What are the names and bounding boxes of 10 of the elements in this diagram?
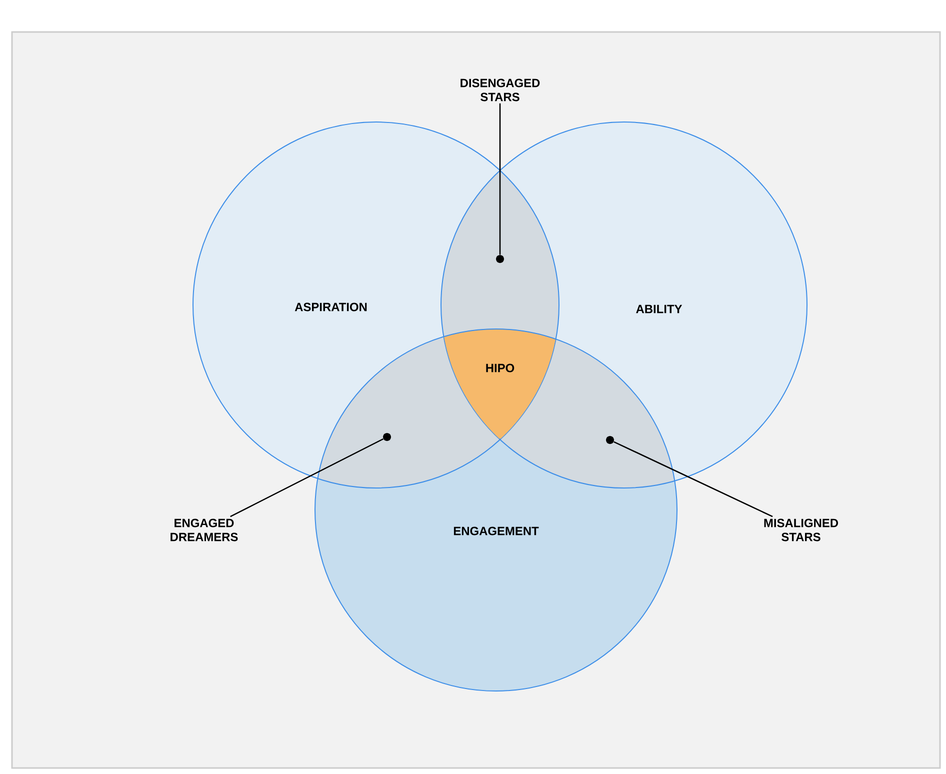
intersection-region: HIPO [444, 328, 556, 440]
leader-line [230, 438, 384, 518]
leader-dot [383, 433, 391, 441]
callout-label: MISALIGNED STARS [764, 518, 838, 542]
callout-label: DISENGAGED STARS [460, 78, 540, 102]
leader-line [499, 103, 501, 255]
leader-line [614, 441, 773, 518]
leader-dot [606, 436, 614, 444]
leader-dot [496, 255, 504, 263]
callout-label: ENGAGED DREAMERS [170, 518, 238, 542]
